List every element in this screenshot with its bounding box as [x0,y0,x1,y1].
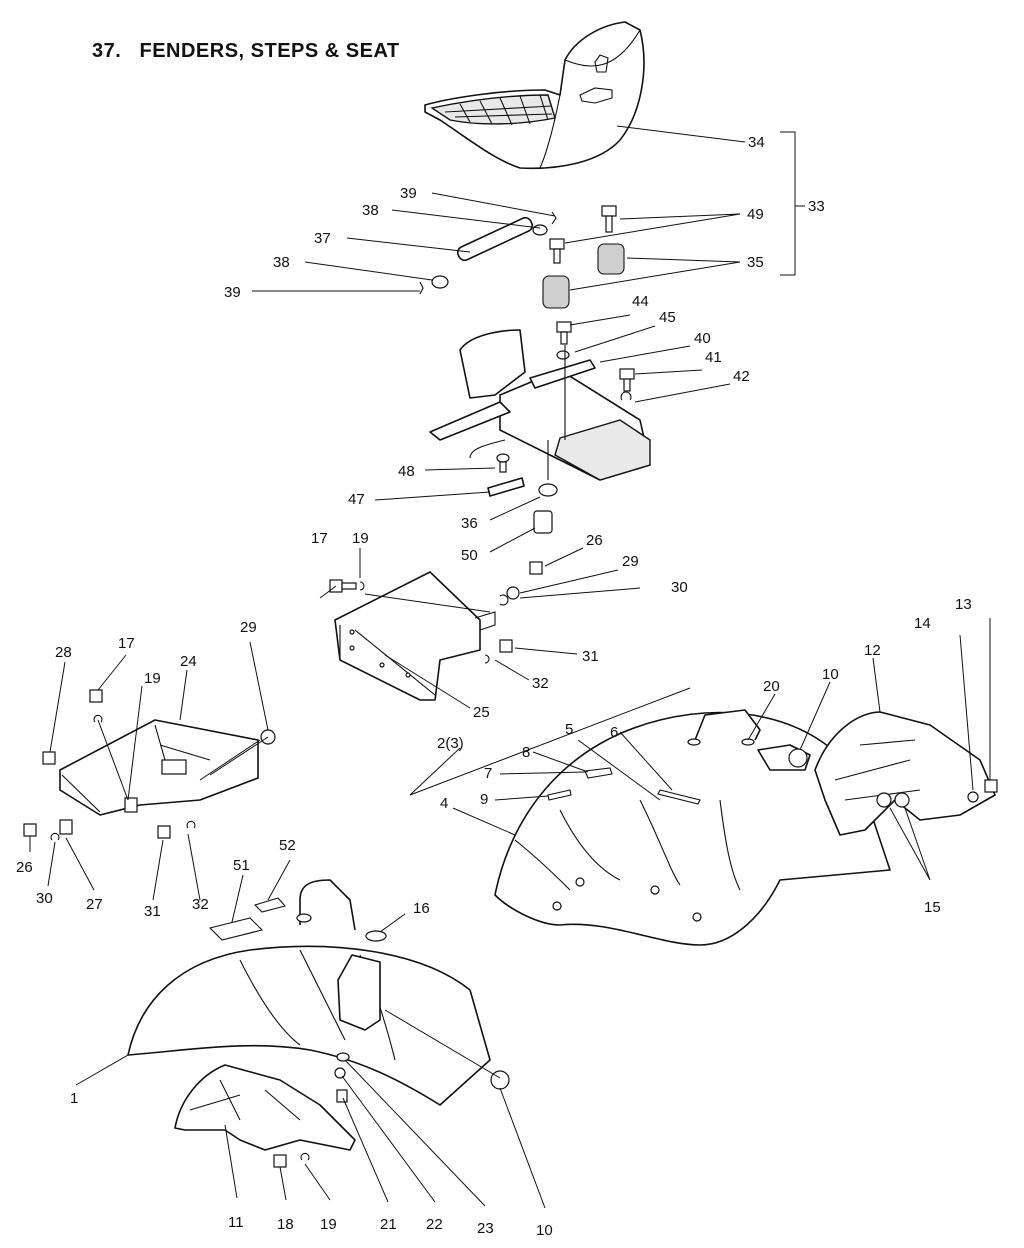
callout-10: 10 [822,666,839,683]
callout-40: 40 [694,330,711,347]
callout-30: 30 [36,890,53,907]
callout-29: 29 [622,553,639,570]
callout-35: 35 [747,254,764,271]
callout-25: 25 [473,704,490,721]
right-fender [494,709,891,946]
callout-41: 41 [705,349,722,366]
leader-lines [29,125,991,1209]
fender-guard-12 [814,711,998,836]
callout-30: 30 [671,579,688,596]
callout-48: 48 [398,463,415,480]
callout-14: 14 [914,615,931,632]
left-step-plate [23,689,276,841]
callout-19: 19 [352,530,369,547]
callout-9: 9 [480,791,488,808]
callout-47: 47 [348,491,365,508]
callout-2-3: 2(3) [437,735,464,752]
callout-27: 27 [86,896,103,913]
seat-bracket [429,321,651,534]
callout-36: 36 [461,515,478,532]
callout-4: 4 [440,795,448,812]
callout-15: 15 [924,899,941,916]
seat [424,21,645,170]
callout-38: 38 [362,202,379,219]
callout-20: 20 [763,678,780,695]
callout-49: 49 [747,206,764,223]
seat-pivot-hardware [419,205,625,309]
callout-19: 19 [320,1216,337,1233]
callout-17: 17 [311,530,328,547]
callout-42: 42 [733,368,750,385]
callout-13: 13 [955,596,972,613]
callout-31: 31 [144,903,161,920]
callout-8: 8 [522,744,530,761]
diagram-title: 37. FENDERS, STEPS & SEAT [92,40,400,62]
callout-11: 11 [228,1214,244,1231]
callout-12: 12 [864,642,881,659]
left-fender [127,879,510,1106]
callout-1: 1 [70,1090,78,1107]
callout-37: 37 [314,230,331,247]
callout-39: 39 [224,284,241,301]
callout-22: 22 [426,1216,443,1233]
callout-32: 32 [192,896,209,913]
callout-31: 31 [582,648,599,665]
fender-guard-11 [174,1064,356,1168]
callout-5: 5 [565,721,573,738]
callout-38: 38 [273,254,290,271]
callout-18: 18 [277,1216,294,1233]
callout-28: 28 [55,644,72,661]
callout-16: 16 [413,900,430,917]
callout-6: 6 [610,724,618,741]
callout-23: 23 [477,1220,494,1237]
callout-26: 26 [586,532,603,549]
callout-19: 19 [144,670,161,687]
callout-labels: 34 33 39 38 37 38 39 49 35 44 45 40 41 4… [16,134,972,1239]
callout-24: 24 [180,653,197,670]
callout-51: 51 [233,857,250,874]
callout-33: 33 [808,198,825,215]
callout-50: 50 [461,547,478,564]
callout-52: 52 [279,837,296,854]
callout-29: 29 [240,619,257,636]
callout-26: 26 [16,859,33,876]
callout-7: 7 [484,765,492,782]
callout-34: 34 [748,134,765,151]
callout-32: 32 [532,675,549,692]
callout-17: 17 [118,635,135,652]
callout-44: 44 [632,293,649,310]
step-bracket [329,561,543,701]
callout-10: 10 [536,1222,553,1239]
callout-21: 21 [380,1216,397,1233]
callout-45: 45 [659,309,676,326]
callout-39: 39 [400,185,417,202]
